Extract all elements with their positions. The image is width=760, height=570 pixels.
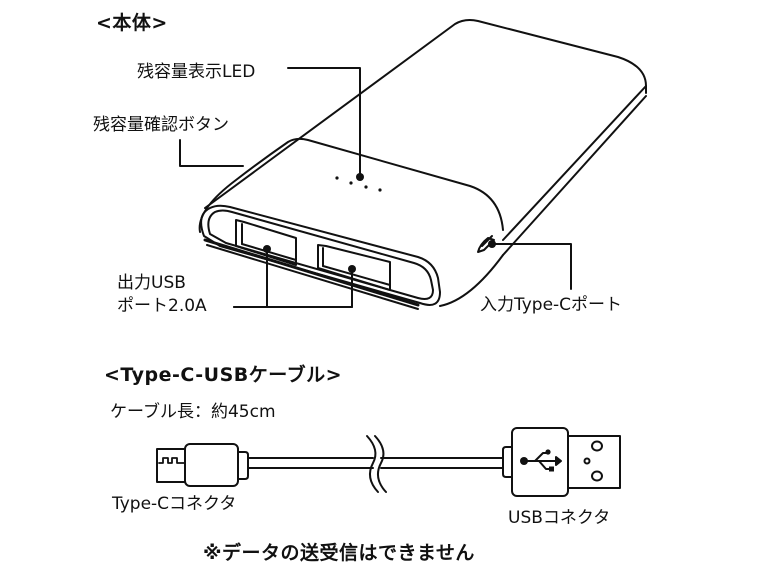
input-typec-label: 入力Type-Cポート	[480, 295, 623, 315]
power-bank-illustration	[198, 19, 647, 310]
cable-section-heading: <Type-C-USBケーブル>	[104, 364, 343, 386]
usb-connector-label: USBコネクタ	[508, 508, 611, 528]
check-button-label: 残容量確認ボタン	[93, 115, 229, 135]
output-usb-label-line2: ポート2.0A	[117, 296, 207, 316]
usb-symbol-icon	[520, 449, 562, 472]
leader-lines	[179, 67, 572, 308]
cable-illustration	[156, 427, 621, 497]
output-usb-label-line1: 出力USB	[117, 273, 186, 293]
led-label: 残容量表示LED	[137, 62, 256, 82]
data-transfer-note: ※データの送受信はできません	[203, 542, 475, 564]
typec-connector-label: Type-Cコネクタ	[112, 494, 237, 514]
cable-length-label: ケーブル長：約45cm	[110, 402, 276, 422]
output-usb-label: 出力USB ポート2.0A	[117, 272, 207, 318]
body-section-heading: <本体>	[96, 12, 168, 34]
